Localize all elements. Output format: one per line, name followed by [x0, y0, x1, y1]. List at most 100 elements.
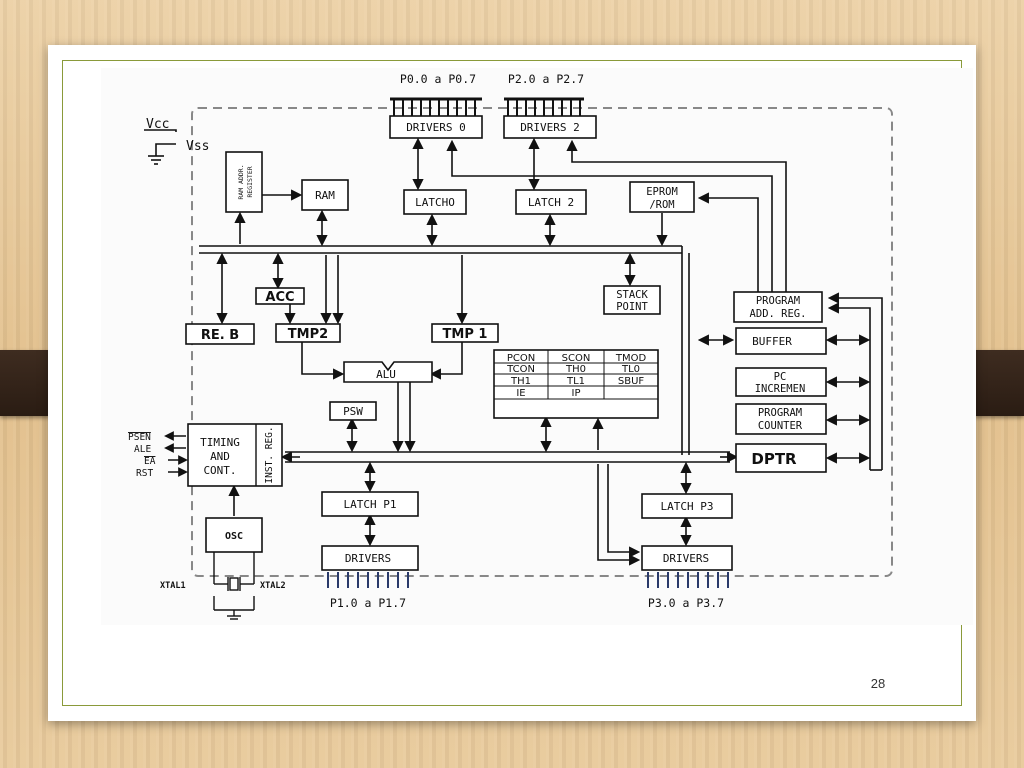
vcc-line: [144, 129, 177, 132]
timing-label-1: TIMING: [200, 436, 240, 449]
sfr-cell-ip: IP: [572, 388, 581, 399]
p2-pins: [507, 98, 581, 116]
ram-label: RAM: [315, 189, 335, 202]
p1-pins: [327, 572, 409, 588]
latch-p3-block: [641, 493, 733, 519]
eprom-block: [629, 181, 695, 213]
port-p2-label: P2.0 a P2.7: [508, 72, 584, 86]
tmp1-block: [431, 323, 499, 343]
vss-line: [155, 143, 176, 156]
sfr-cell-tcon: TCON: [506, 364, 535, 375]
ram-block: [301, 179, 349, 211]
eprom-label-1: EPROM: [646, 186, 678, 198]
p0-pins: [393, 98, 476, 116]
p3-pins: [647, 572, 729, 588]
prog-counter-label-1: PROGRAM: [758, 407, 802, 419]
tmp2-block: [275, 323, 341, 343]
drivers-p3-block: [641, 545, 733, 571]
vss-ground-icon: [148, 155, 164, 165]
drivers2-block: [503, 115, 597, 139]
stack-point-block: [603, 285, 661, 315]
drivers0-block: [389, 115, 483, 139]
sfr-cell-th0: TH0: [565, 364, 586, 375]
tmp2-label: TMP2: [288, 327, 328, 342]
eprom-label-2: /ROM: [649, 199, 674, 211]
left-strap: [0, 350, 50, 416]
timing-label-3: CONT.: [203, 464, 236, 477]
latch-p1-label: LATCH P1: [344, 498, 397, 511]
port-p1-label: P1.0 a P1.7: [330, 596, 406, 610]
dptr-label: DPTR: [751, 450, 797, 468]
drivers0-label: DRIVERS 0: [406, 121, 466, 134]
pa-to-eprom-line: [697, 192, 759, 292]
inst-reg-label: INST. REG.: [264, 426, 275, 483]
acc-block: [255, 287, 305, 305]
tmp1-to-alu: [429, 342, 463, 380]
timing-control-block: [187, 423, 283, 487]
sfr-table: PCON SCON TMOD TCON TH0 TL0 TH1 TL1 SBUF…: [493, 349, 659, 419]
stack-label-2: POINT: [616, 301, 648, 313]
drivers-p1-block: [321, 545, 419, 571]
drivers-p3-label: DRIVERS: [663, 552, 709, 565]
psw-label: PSW: [343, 405, 363, 418]
right-bus-vertical: [827, 302, 871, 470]
ram-addr-block: [225, 151, 263, 213]
drivers2-label: DRIVERS 2: [520, 121, 580, 134]
reb-label: RE. B: [201, 328, 239, 343]
dptr-block: [735, 443, 827, 473]
latch0-block: [403, 189, 467, 215]
ram-addr-label-1: RAM ADDR.: [237, 164, 245, 199]
latch2-block: [515, 189, 587, 215]
sfr-cell-sbuf: SBUF: [618, 376, 645, 387]
alu-block: [343, 361, 433, 383]
xtal2-label: XTAL2: [260, 581, 286, 591]
sfr-cell-pcon: PCON: [507, 353, 535, 364]
reb-block: [185, 323, 255, 345]
pa-to-drivers0-line: [446, 139, 773, 292]
alu-label: ALU: [376, 368, 396, 381]
latch-p1-block: [321, 491, 419, 517]
vss-label: Vss: [186, 139, 209, 154]
vcc-label: Vcc: [146, 117, 169, 132]
slide-number: 28: [870, 676, 886, 691]
port-p3-label: P3.0 a P3.7: [648, 596, 724, 610]
buffer-label: BUFFER: [752, 335, 792, 348]
prog-add-label-1: PROGRAM: [756, 295, 800, 307]
block-diagram-8051: P0.0 a P0.7 P2.0 a P2.7 DRIVERS 0 DRIVER…: [128, 72, 893, 620]
osc-block: [205, 517, 263, 553]
psen-label: PSEN: [128, 432, 151, 443]
sfr-cell-tl1: TL1: [566, 376, 585, 387]
sfr-cell-th1: TH1: [510, 376, 531, 387]
crystal-icon: [213, 552, 255, 620]
diagram-image: P0.0 a P0.7 P2.0 a P2.7 DRIVERS 0 DRIVER…: [101, 68, 973, 625]
drivers-p1-label: DRIVERS: [345, 552, 391, 565]
port-p0-label: P0.0 a P0.7: [400, 72, 476, 86]
tmp1-label: TMP 1: [443, 327, 488, 342]
ram-addr-label-2: REGISTER: [246, 166, 254, 197]
pc-incremen-block: [735, 367, 827, 397]
sfr-cell-tl0: TL0: [621, 364, 640, 375]
prog-add-label-2: ADD. REG.: [750, 308, 807, 320]
timing-label-2: AND: [210, 450, 230, 463]
latch-p3-label: LATCH P3: [661, 500, 714, 513]
sfr-cell-scon: SCON: [562, 353, 591, 364]
stack-label-1: STACK: [616, 289, 648, 301]
rst-label: RST: [136, 468, 153, 479]
ale-label: ALE: [134, 444, 151, 455]
buffer-block: [735, 327, 827, 355]
acc-label: ACC: [265, 290, 294, 305]
bus-to-drivers-p3-b: [607, 464, 641, 558]
ea-label: EA: [144, 456, 156, 467]
sfr-cell-tmod: TMOD: [615, 353, 647, 364]
latch0-label: LATCHO: [415, 196, 455, 209]
right-strap: [974, 350, 1024, 416]
bus-to-drivers-p3-a: [597, 464, 641, 566]
program-add-reg-block: [733, 291, 823, 323]
sfr-cell-ie: IE: [516, 388, 525, 399]
xtal1-label: XTAL1: [160, 581, 186, 591]
latch2-label: LATCH 2: [528, 196, 574, 209]
osc-label: OSC: [225, 531, 243, 542]
right-bus-vertical-2: [827, 292, 883, 470]
program-counter-block: [735, 403, 827, 435]
psw-block: [329, 401, 377, 421]
